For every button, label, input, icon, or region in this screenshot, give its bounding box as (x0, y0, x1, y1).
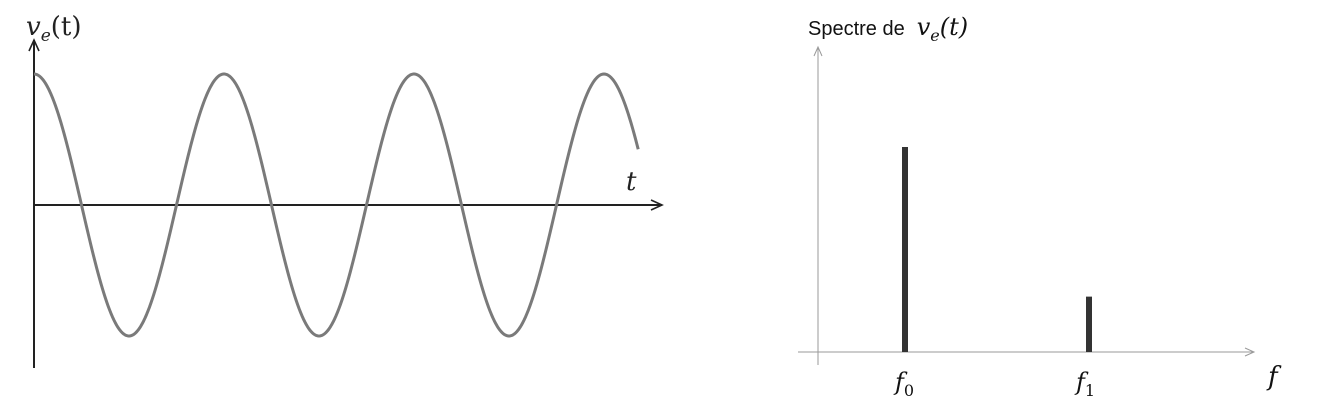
time-signal-plot: ve(t) t (26, 12, 664, 368)
spectrum-x-axis-label: f (1266, 362, 1282, 392)
waveform-curve (33, 72, 640, 338)
time-y-axis-label: ve(t) (26, 12, 82, 46)
time-x-axis-label: t (626, 167, 637, 197)
tick-label-f1: f1 (1074, 368, 1095, 400)
tick-label-f0: f0 (893, 368, 914, 400)
